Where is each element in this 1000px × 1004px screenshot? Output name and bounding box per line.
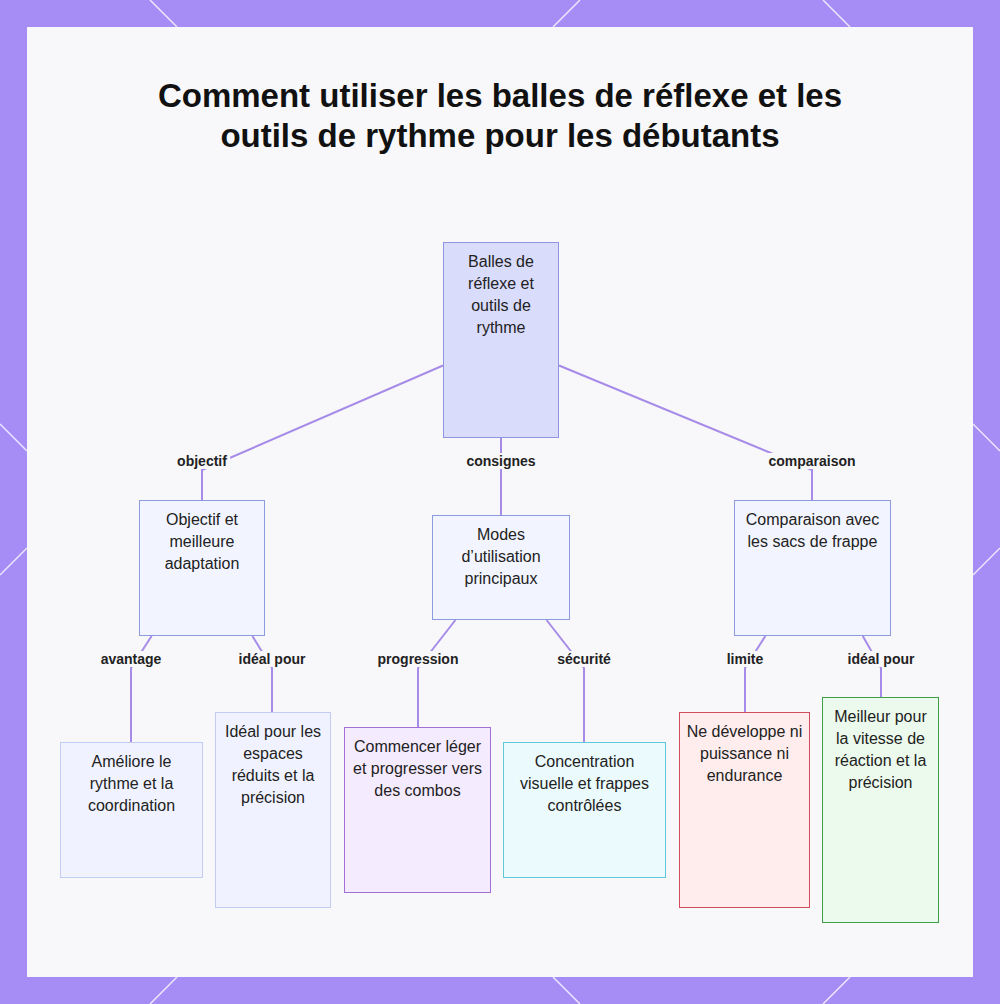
node-text: Comparaison avec les sacs de frappe [741,509,884,553]
process-box: Balles de réflexe et outils de rythme [443,242,559,438]
process-box: Meilleur pour la vitesse de réaction et … [822,697,939,923]
diagram-title: Comment utiliser les balles de réflexe e… [150,76,850,155]
edge-label: consignes [463,453,538,469]
edge-label: sécurité [554,651,614,667]
process-box: Ne développe ni puissance ni endurance [679,712,810,908]
connector-line [202,365,443,500]
node-text: Concentration visuelle et frappes contrô… [510,751,659,817]
edge-label: idéal pour [845,651,918,667]
process-box: Modes d’utilisation principaux [432,515,570,620]
process-box: Objectif et meilleure adaptation [139,500,265,636]
edge-label: objectif [174,453,230,469]
node-text: Améliore le rythme et la coordination [67,751,196,817]
edge-label: avantage [98,651,165,667]
node-text: Objectif et meilleure adaptation [146,509,258,575]
connector-line [500,438,502,515]
edge-label: progression [375,651,462,667]
node-text: Modes d’utilisation principaux [439,524,563,590]
connector-line [252,636,272,712]
process-box: Comparaison avec les sacs de frappe [734,500,891,636]
connector-line [745,636,765,712]
process-box: Commencer léger et progresser vers des c… [344,727,491,893]
edge-label: limite [724,651,767,667]
connector-line [418,620,455,727]
node-text: Meilleur pour la vitesse de réaction et … [829,706,932,794]
process-box: Améliore le rythme et la coordination [60,742,203,878]
edge-label: idéal pour [236,651,309,667]
connector-line [559,365,812,500]
process-box: Concentration visuelle et frappes contrô… [503,742,666,878]
edge-label: comparaison [765,453,858,469]
node-text: Balles de réflexe et outils de rythme [450,251,552,339]
node-text: Ne développe ni puissance ni endurance [686,721,803,787]
node-text: Commencer léger et progresser vers des c… [351,736,484,802]
process-box: Idéal pour les espaces réduits et la pré… [215,712,331,908]
connector-line [547,620,584,742]
node-text: Idéal pour les espaces réduits et la pré… [222,721,324,809]
